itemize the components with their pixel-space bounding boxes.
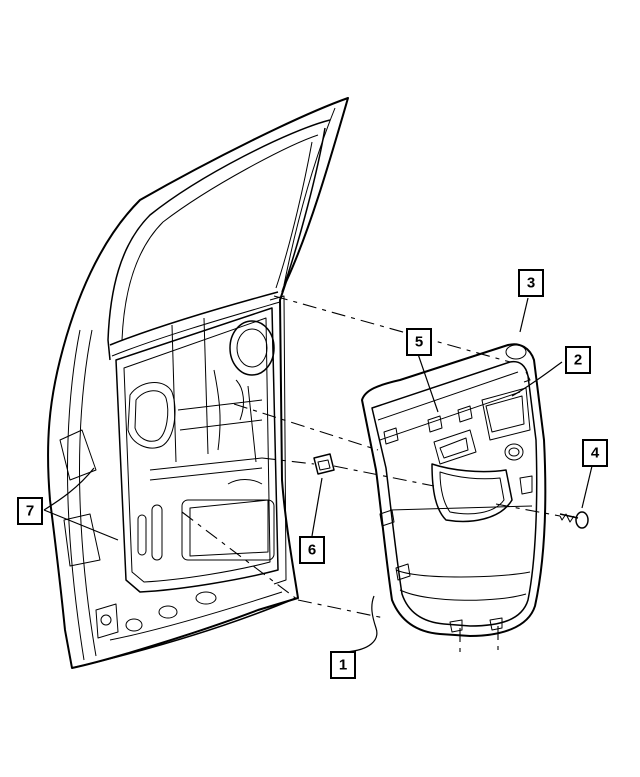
callout-7-label: 7	[26, 503, 34, 520]
callout-1-label: 1	[339, 657, 347, 674]
trim-clip-part	[313, 453, 335, 475]
door-trim-panel	[361, 343, 547, 637]
callout-5: 5	[406, 328, 432, 356]
screw-part	[559, 511, 589, 529]
callout-3: 3	[518, 269, 544, 297]
callout-1: 1	[330, 651, 356, 679]
callout-3-label: 3	[527, 275, 535, 292]
callout-2-label: 2	[574, 352, 582, 369]
callout-7: 7	[17, 497, 43, 525]
callout-6-label: 6	[308, 542, 316, 559]
explosion-lines	[181, 295, 561, 656]
callout-5-label: 5	[415, 334, 423, 351]
door-shell	[47, 97, 349, 669]
callout-4-label: 4	[591, 445, 600, 462]
callout-2: 2	[565, 346, 591, 374]
callout-6: 6	[299, 536, 325, 564]
callout-4: 4	[582, 439, 608, 467]
leader-lines	[43, 297, 593, 653]
